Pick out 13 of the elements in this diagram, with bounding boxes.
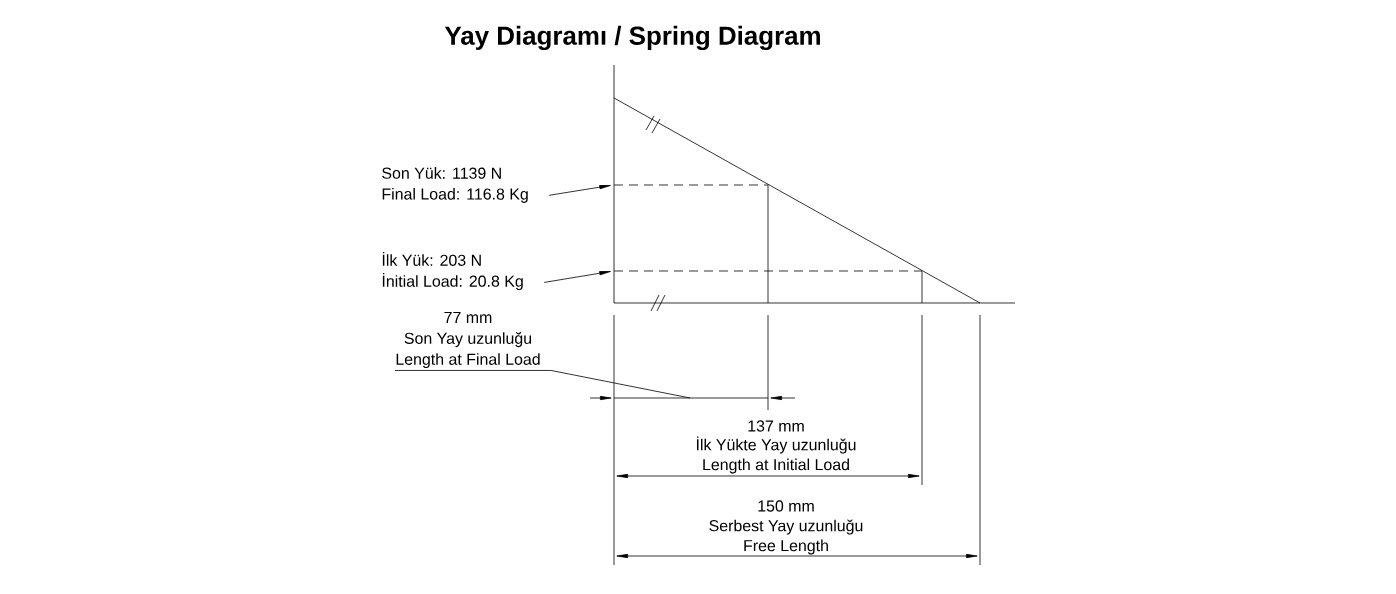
dimension-label: Serbest Yay uzunluğu	[709, 519, 863, 535]
leader-line	[394, 370, 691, 399]
dimension-label: Length at Initial Load	[703, 458, 849, 474]
title: Yay Diagramı / Spring Diagram	[444, 25, 820, 51]
label-text: Son Yük: 1139 N Final Load: 116.8 Kg	[382, 167, 528, 203]
label-text: İlk Yük: 203 N İnitial Load: 20.8 Kg	[382, 251, 523, 291]
label-text: 77 mm Son Yay uzunluğu Length at Final Load	[396, 311, 540, 369]
dimension-label: 137 mm	[748, 420, 804, 432]
dimension-label: İlk Yükte Yay uzunluğu	[697, 436, 856, 454]
dimension-label: 150 mm	[758, 500, 814, 512]
leader-arrow	[543, 271, 611, 283]
leader-arrow	[548, 185, 611, 196]
dimension-label: Free Length	[744, 539, 828, 555]
